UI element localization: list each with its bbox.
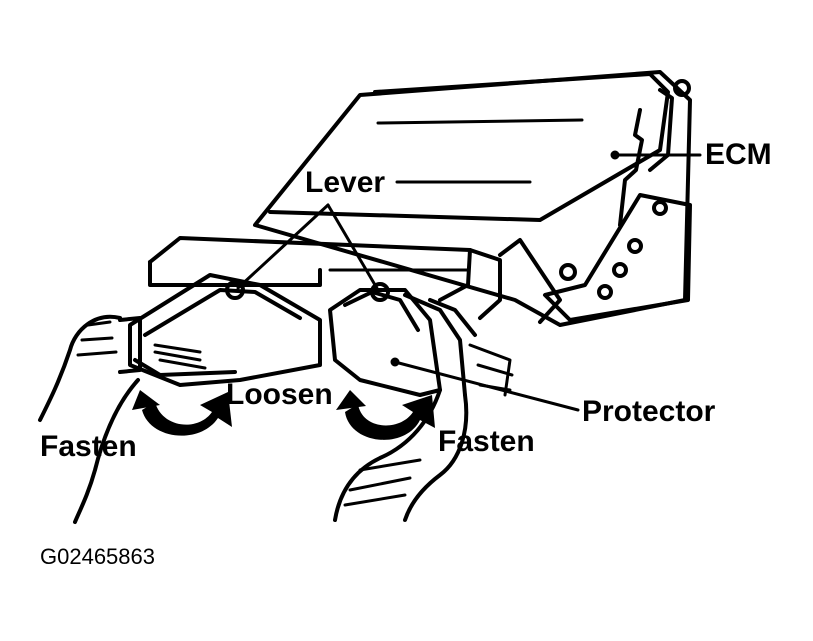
label-protector: Protector [582, 395, 716, 428]
leader-lever-left [236, 203, 330, 290]
leader-lines [236, 150, 702, 412]
left-connector [118, 273, 322, 387]
label-lever: Lever [305, 166, 386, 199]
arrow-left-rotation [132, 390, 232, 436]
figure-id: G02465863 [40, 544, 155, 569]
mounting-bracket [543, 193, 692, 322]
label-fasten-right: Fasten [438, 425, 535, 458]
leader-lever-right [326, 203, 380, 292]
label-ecm: ECM [705, 138, 772, 171]
leader-protector [393, 360, 580, 412]
label-loosen: Loosen [226, 378, 333, 411]
arrow-right-rotation [336, 390, 435, 440]
label-fasten-left: Fasten [40, 430, 137, 463]
wire-harness-left [38, 314, 140, 524]
connector-housing [148, 236, 562, 324]
